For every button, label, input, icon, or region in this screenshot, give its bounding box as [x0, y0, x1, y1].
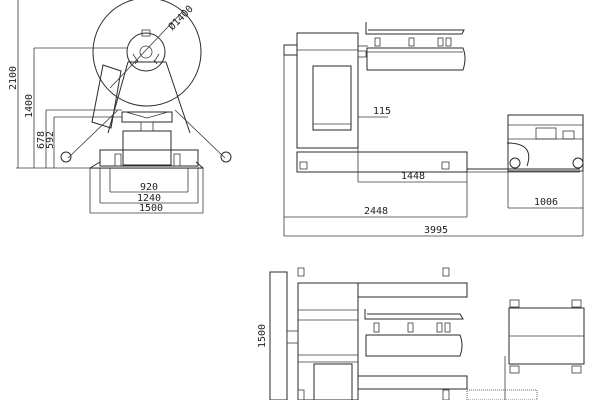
- width-1240-label: 1240: [137, 193, 161, 204]
- top-view: 1500: [257, 267, 585, 400]
- width-920-label: 920: [140, 182, 158, 193]
- height-2100-label: 2100: [8, 66, 19, 90]
- decoiler-housing: [296, 32, 359, 149]
- front-view: Ø1400 2100 1400 678 592 920 1240 1500: [8, 0, 232, 214]
- height-678-label: 678: [36, 131, 47, 149]
- width-1500-label: 1500: [139, 203, 163, 214]
- dim-1006-label: 1006: [534, 197, 558, 208]
- dim-2448-label: 2448: [364, 206, 388, 217]
- coil-outline: [92, 0, 202, 107]
- coil-diameter-label: Ø1400: [166, 3, 196, 33]
- dim-115-label: 115: [373, 106, 391, 117]
- dim-3995-label: 3995: [424, 225, 448, 236]
- dim-1448-label: 1448: [401, 171, 425, 182]
- coil-car: [507, 114, 584, 172]
- side-view: 115 1448 1006 2448 3995: [283, 22, 584, 237]
- height-1400-label: 1400: [24, 94, 35, 118]
- height-592-label: 592: [45, 131, 56, 149]
- mandrel: [126, 32, 166, 72]
- dim-1500-top-label: 1500: [257, 324, 268, 348]
